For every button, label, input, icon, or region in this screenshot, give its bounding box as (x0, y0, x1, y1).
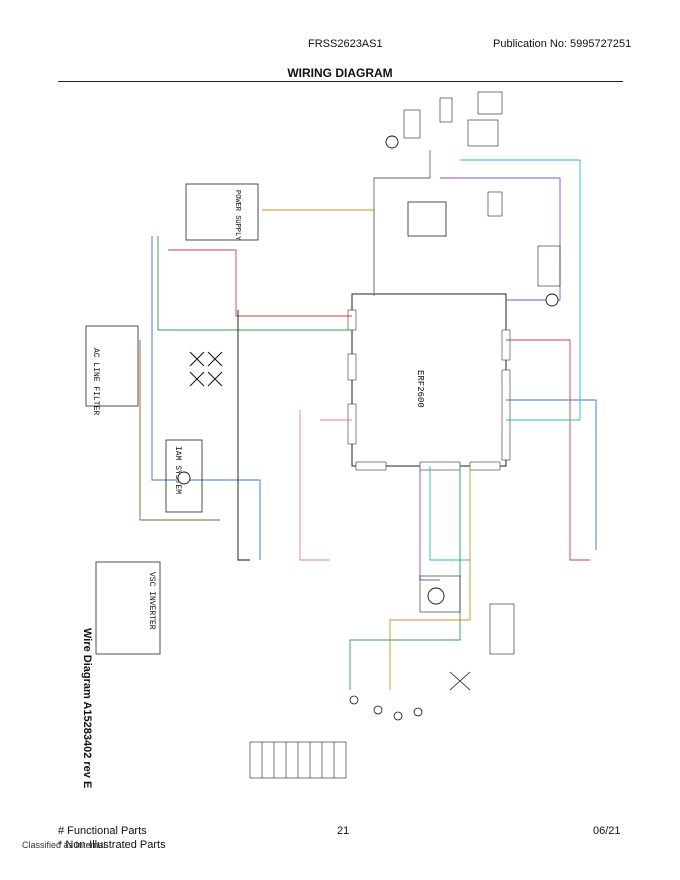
classification-label: Classified as Internal (22, 840, 106, 850)
revision-date: 06/21 (593, 825, 621, 837)
fan-box (419, 575, 461, 613)
wire-red (168, 249, 352, 317)
ac-line-filter-box (85, 325, 139, 407)
publication-number: Publication No: 5995727251 (493, 38, 632, 50)
damper-box (489, 603, 515, 655)
water-valves (189, 351, 223, 387)
control-board-label: ERF2600 (415, 370, 425, 408)
top-component-tags (403, 91, 503, 147)
page-title: WIRING DIAGRAM (287, 66, 393, 80)
wire-orange-2 (389, 466, 471, 690)
iam-system-label: IAM SYSTEM (173, 446, 182, 494)
top-connector-box (487, 191, 503, 217)
board-bottom-connectors (355, 461, 501, 471)
vsc-inverter-box (95, 561, 161, 655)
wire-brown (139, 340, 220, 521)
power-supply-box (185, 183, 259, 241)
ice-maker-box (537, 245, 561, 287)
control-board-box (351, 293, 507, 467)
wire-purple-2 (440, 177, 561, 301)
board-left-connectors (347, 309, 357, 445)
wire-green-2 (349, 466, 461, 690)
motor-icons (177, 135, 559, 605)
wire-gray (373, 150, 431, 296)
iam-system-box (165, 439, 203, 513)
wire-green (157, 236, 352, 331)
ac-line-filter-label: AC LINE FILTER (91, 348, 100, 415)
page-number: 21 (337, 825, 350, 837)
dispenser-board-box (407, 201, 447, 237)
power-supply-label: POWER SUPPLY (233, 190, 241, 241)
harness-table (249, 741, 347, 779)
model-number: FRSS2623AS1 (308, 38, 383, 50)
wire-blue (151, 236, 261, 560)
bottom-components (349, 671, 471, 721)
wire-pink (299, 410, 330, 561)
vsc-inverter-label: VSC INVERTER (147, 572, 156, 630)
non-illustrated-note: * Non-Illustrated Parts (58, 839, 166, 851)
functional-parts-note: # Functional Parts (58, 825, 147, 837)
wire-cyan-2 (460, 159, 581, 421)
wires (139, 150, 597, 690)
title-rule (58, 81, 623, 82)
board-right-connectors (501, 329, 511, 461)
wire-diagram-id: Wire Diagram A15283402 rev E (81, 628, 93, 788)
wire-blue-2 (506, 399, 597, 550)
wire-black (237, 310, 250, 561)
wire-red-2 (506, 339, 590, 561)
wire-orange (262, 209, 375, 296)
